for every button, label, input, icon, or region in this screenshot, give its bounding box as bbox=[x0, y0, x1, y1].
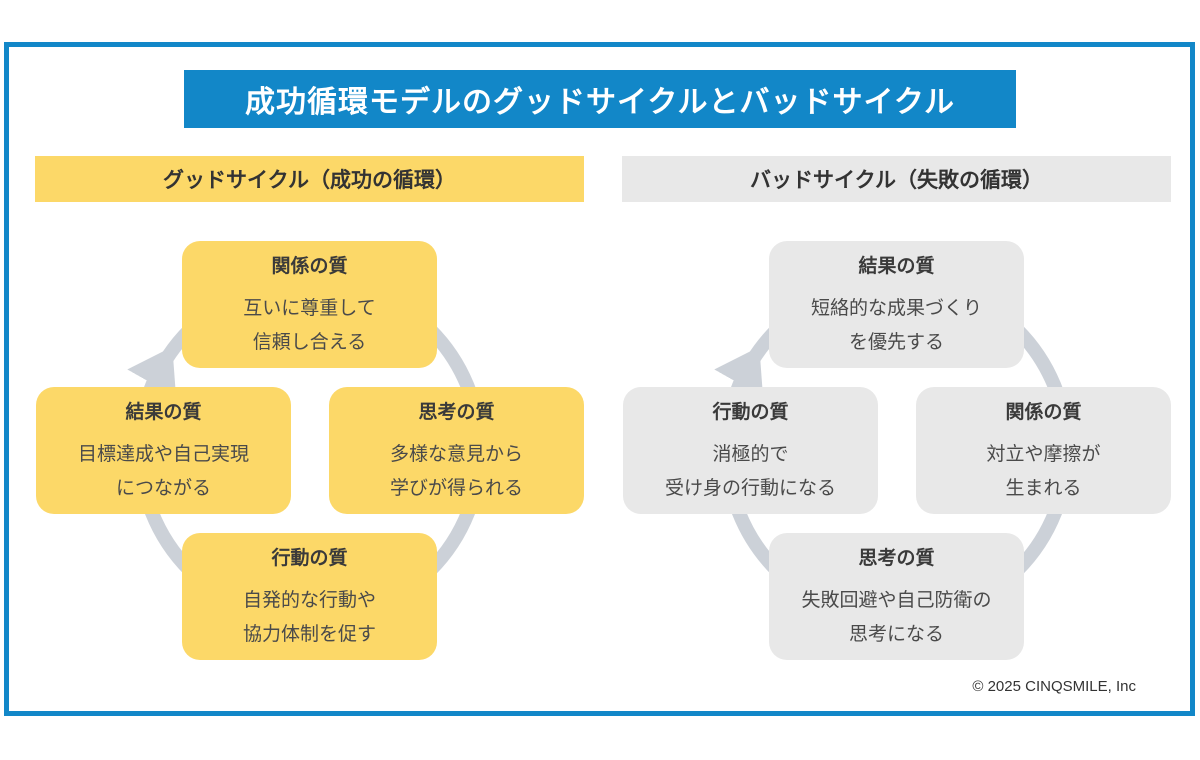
node-desc-line2: 受け身の行動になる bbox=[664, 477, 836, 499]
node-desc-line2: を優先する bbox=[848, 331, 944, 353]
node-label: 思考の質 bbox=[418, 401, 495, 423]
node-desc-line1: 短絡的な成果づくり bbox=[810, 297, 982, 319]
bad-node-result: 結果の質 短絡的な成果づくり を優先する bbox=[769, 241, 1024, 368]
node-desc-line1: 対立や摩擦が bbox=[986, 443, 1101, 465]
node-desc-line1: 自発的な行動や bbox=[242, 589, 376, 611]
good-cycle-header: グッドサイクル（成功の循環） bbox=[35, 156, 584, 202]
bad-node-relationship: 関係の質 対立や摩擦が 生まれる bbox=[916, 387, 1171, 514]
page-title: 成功循環モデルのグッドサイクルとバッドサイクル bbox=[184, 70, 1016, 128]
node-label: 行動の質 bbox=[712, 401, 789, 423]
bad-cycle-header: バッドサイクル（失敗の循環） bbox=[622, 156, 1171, 202]
good-node-action: 行動の質 自発的な行動や 協力体制を促す bbox=[182, 533, 437, 660]
good-node-thinking: 思考の質 多様な意見から 学びが得られる bbox=[329, 387, 584, 514]
node-desc-line2: 学びが得られる bbox=[389, 477, 523, 499]
node-desc-line2: 信頼し合える bbox=[252, 331, 367, 353]
node-desc-line2: につながる bbox=[115, 477, 211, 499]
node-desc-line2: 思考になる bbox=[848, 623, 944, 645]
node-desc-line1: 消極的で bbox=[712, 443, 789, 465]
node-label: 行動の質 bbox=[271, 547, 348, 569]
good-node-relationship: 関係の質 互いに尊重して 信頼し合える bbox=[182, 241, 437, 368]
node-label: 関係の質 bbox=[1005, 401, 1082, 423]
node-desc-line1: 目標達成や自己実現 bbox=[77, 443, 249, 465]
node-desc-line2: 生まれる bbox=[1005, 477, 1082, 499]
node-label: 関係の質 bbox=[271, 255, 348, 277]
node-desc-line1: 多様な意見から bbox=[389, 443, 523, 465]
node-label: 思考の質 bbox=[858, 547, 935, 569]
node-label: 結果の質 bbox=[125, 401, 202, 423]
node-desc-line1: 失敗回避や自己防衛の bbox=[801, 589, 992, 611]
bad-node-thinking: 思考の質 失敗回避や自己防衛の 思考になる bbox=[769, 533, 1024, 660]
copyright-notice: © 2025 CINQSMILE, Inc bbox=[972, 678, 1136, 695]
node-desc-line1: 互いに尊重して bbox=[243, 297, 376, 319]
node-label: 結果の質 bbox=[858, 255, 935, 277]
node-desc-line2: 協力体制を促す bbox=[242, 623, 376, 645]
bad-node-action: 行動の質 消極的で 受け身の行動になる bbox=[623, 387, 878, 514]
good-node-result: 結果の質 目標達成や自己実現 につながる bbox=[36, 387, 291, 514]
